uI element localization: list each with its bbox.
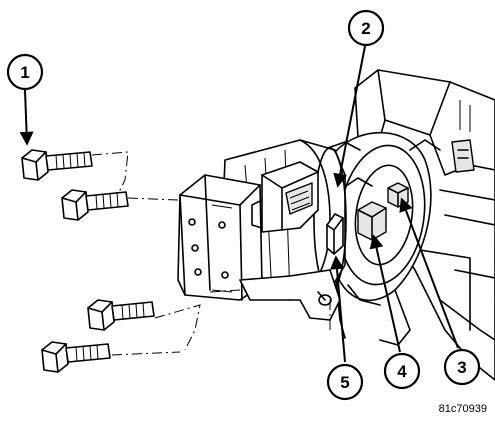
leader-4 [369,234,401,353]
leader-5 [329,255,346,363]
callout-4: 4 [383,352,421,390]
figure-code: 81c70939 [438,403,487,415]
callout-3-label: 3 [457,358,466,377]
callout-4-label: 4 [397,362,407,381]
leader-3 [399,197,459,349]
leader-1 [19,89,34,146]
callout-3: 3 [443,348,481,386]
part-3-switch [387,182,409,208]
leader-2 [333,45,366,188]
callout-1: 1 [6,53,44,91]
bolt-bottom [41,341,111,373]
callout-5: 5 [326,363,364,401]
bolt-second [61,189,129,221]
bolt-third [87,299,155,331]
bolt-top-left [21,149,93,181]
explode-lines [91,151,331,356]
actuator-assembly [177,139,347,321]
part-4-lock [357,201,387,241]
callout-2-label: 2 [361,19,370,38]
callout-1-label: 1 [20,63,29,82]
callout-2: 2 [347,9,385,47]
leader-lines [19,45,459,363]
callout-5-label: 5 [340,373,349,392]
part-5-tab [326,213,344,255]
